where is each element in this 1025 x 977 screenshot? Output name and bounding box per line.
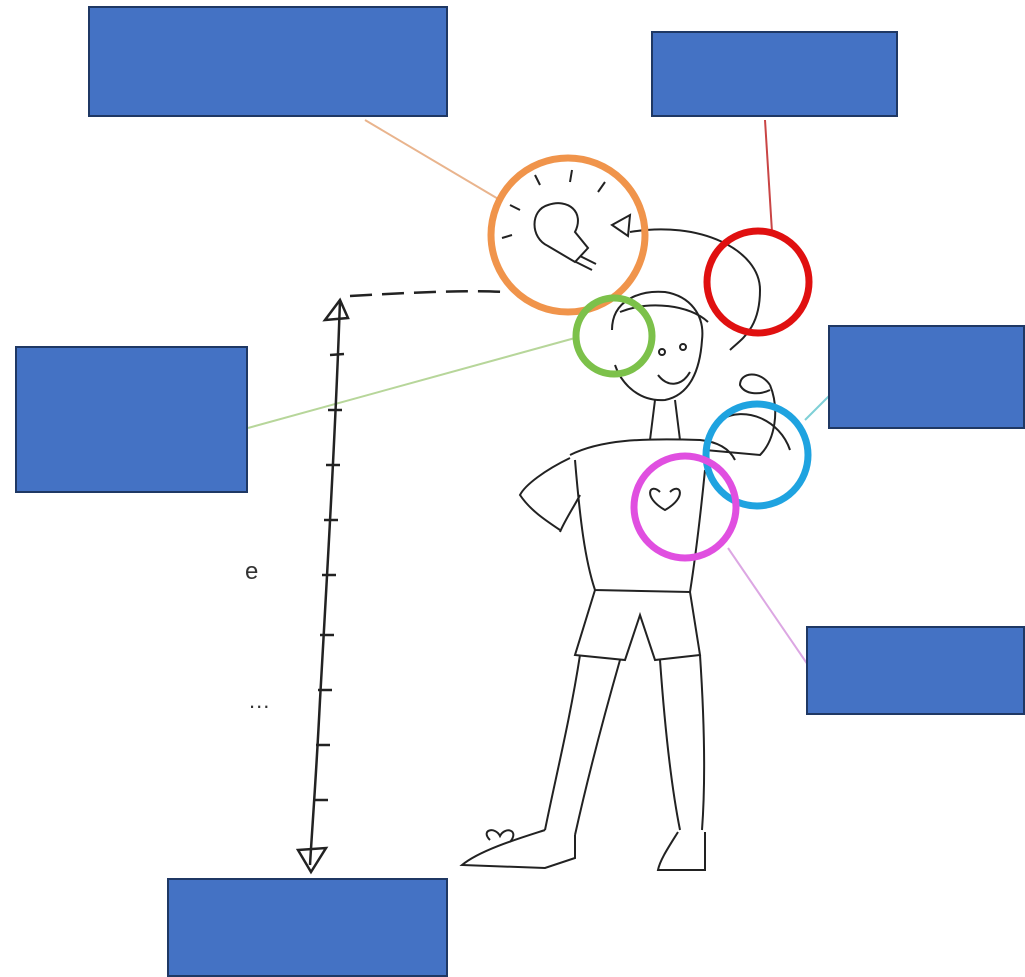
label-box-bottom-ladder[interactable] — [167, 878, 448, 977]
label-box-blue-arm[interactable] — [828, 325, 1025, 429]
character-figure — [462, 292, 790, 870]
connector-green — [248, 338, 575, 428]
label-box-pink-heart[interactable] — [806, 626, 1025, 715]
connector-orange — [365, 120, 500, 200]
orange-highlight-circle — [491, 158, 645, 312]
green-highlight-circle — [576, 298, 652, 374]
label-box-green-head[interactable] — [15, 346, 248, 493]
text-fragment-ellipsis: ... — [249, 688, 270, 714]
ladder-scale — [298, 291, 505, 872]
connector-red — [765, 120, 772, 232]
text-fragment-e: e — [245, 558, 258, 586]
connector-blue — [805, 395, 830, 420]
red-highlight-circle — [707, 231, 809, 333]
connector-pink — [728, 548, 808, 665]
label-box-lightbulb[interactable] — [88, 6, 448, 117]
label-box-red-target[interactable] — [651, 31, 898, 117]
pink-highlight-circle — [634, 456, 736, 558]
lightbulb-icon — [502, 170, 630, 270]
